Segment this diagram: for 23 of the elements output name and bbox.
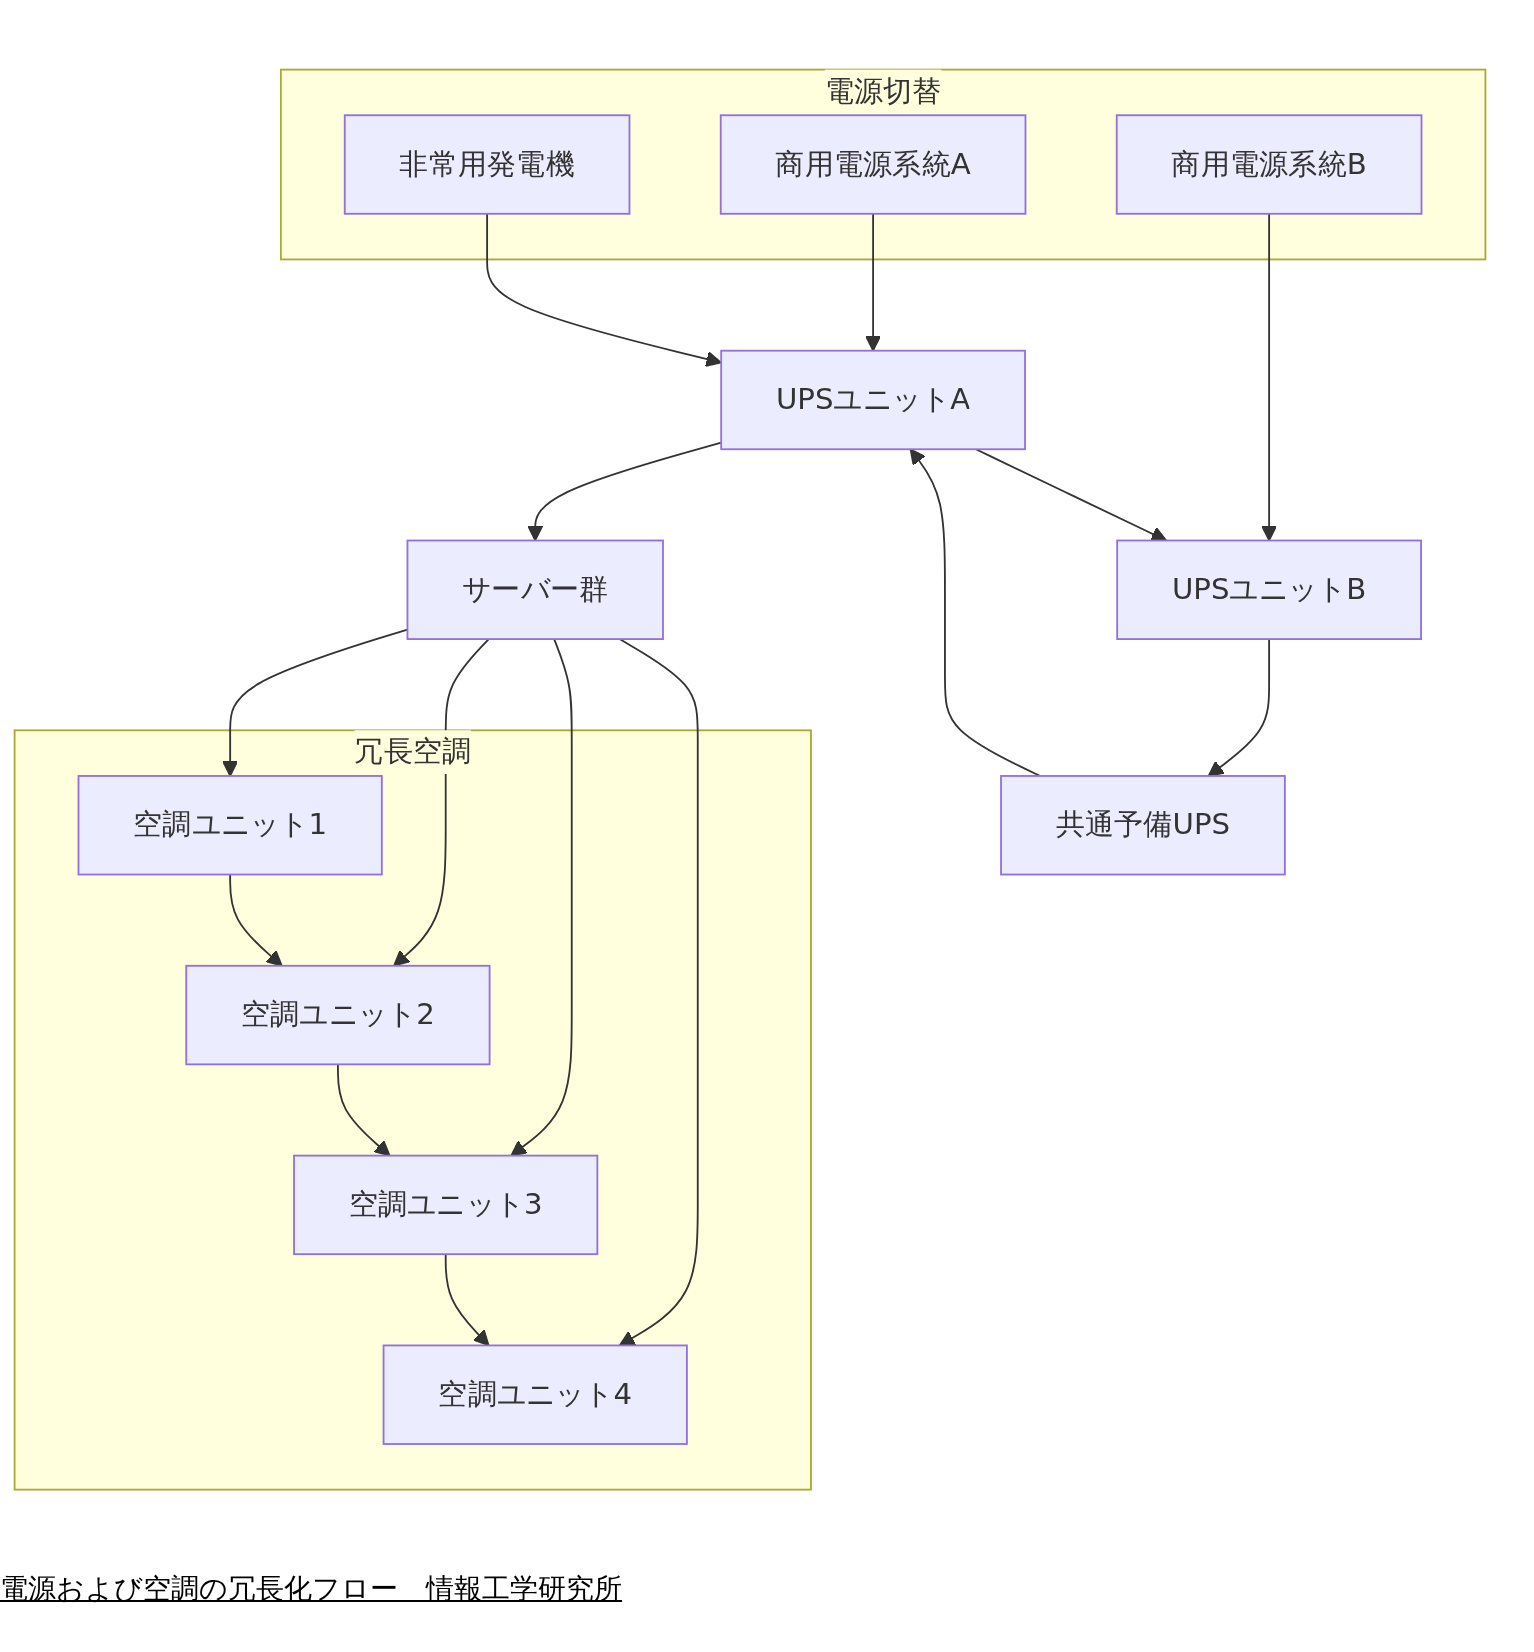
node-box: 商用電源系統B <box>1115 114 1423 216</box>
arrow <box>510 638 573 1157</box>
arrow <box>229 874 283 967</box>
node-box: 非常用発電機 <box>343 114 631 216</box>
node-box: 共通予備UPS <box>1000 775 1286 876</box>
node-box: 空調ユニット4 <box>382 1344 688 1446</box>
arrow <box>1207 638 1271 778</box>
arrow <box>618 638 699 1347</box>
node-box: サーバー群 <box>406 539 664 641</box>
node-box: 商用電源系統A <box>719 114 1027 216</box>
node-box: UPSユニットB <box>1116 539 1422 641</box>
arrow <box>975 448 1168 542</box>
node-box: 空調ユニット1 <box>77 775 383 876</box>
node-box: UPSユニットA <box>720 350 1026 451</box>
arrow <box>1261 213 1278 542</box>
arrow <box>337 1063 391 1157</box>
arrow <box>486 213 722 368</box>
caption: 電源および空調の冗長化フロー 情報工学研究所 <box>0 1571 622 1607</box>
arrow <box>909 448 1042 778</box>
arrow <box>865 213 882 352</box>
arrow <box>444 1253 490 1347</box>
node-box: 空調ユニット2 <box>185 965 491 1066</box>
node-box: 空調ユニット3 <box>293 1155 599 1256</box>
